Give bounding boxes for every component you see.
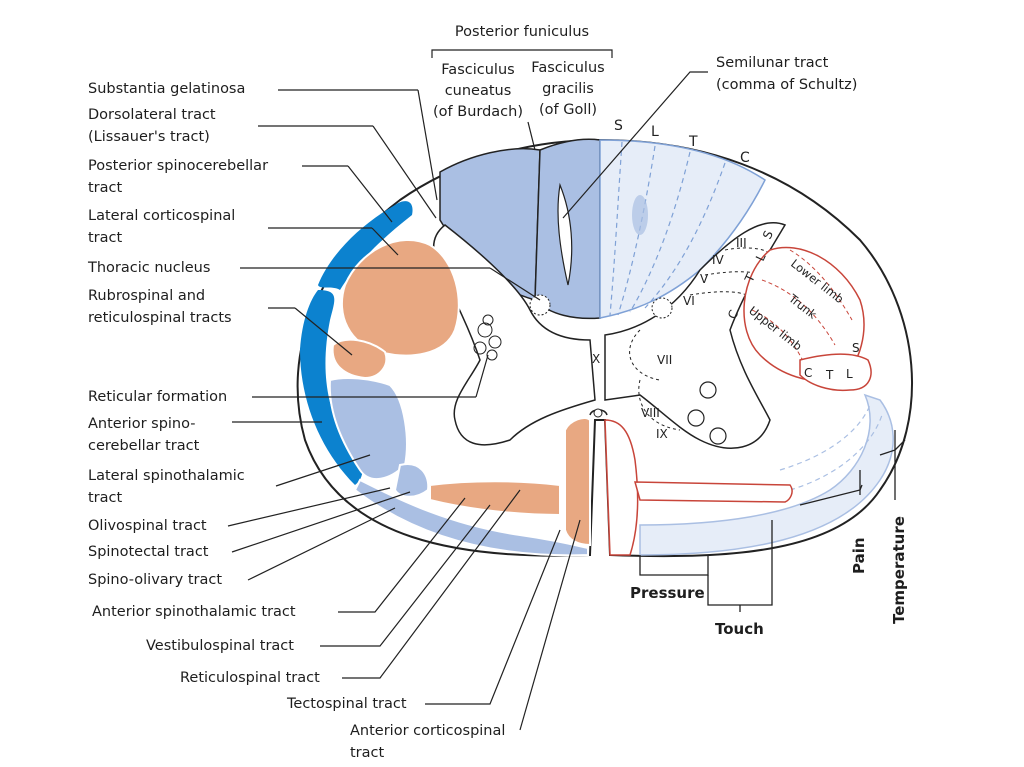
label-pain: Pain (850, 537, 868, 574)
right-posterior-columns (599, 139, 766, 319)
label-anterior-corticospinal: Anterior corticospinal tract (350, 723, 506, 761)
spinothalamic-red-right (604, 419, 639, 556)
segment-t: T (688, 134, 698, 150)
label-rubrospinal: Rubrospinal and reticulospinal tracts (88, 288, 232, 326)
motor-neurons (687, 381, 727, 445)
modality-brackets (639, 430, 906, 612)
lateral-letter-l2: L (846, 367, 853, 381)
label-temperature: Temperature (890, 516, 908, 624)
lateral-letter-c2: C (804, 366, 812, 380)
label-thoracic-nucleus: Thoracic nucleus (88, 260, 211, 276)
lamina-iii: III (736, 236, 747, 250)
rubrospinal-tract (331, 338, 388, 380)
semilunar-comma (557, 182, 573, 286)
anterolateral-dashes (779, 404, 883, 491)
lamina-vi: VI (683, 294, 695, 308)
lamina-vii: VII (657, 353, 672, 367)
label-dorsolateral-tract: Dorsolateral tract (Lissauer's tract) (88, 107, 216, 145)
label-fasciculus-cuneatus: Fasciculus cuneatus (of Burdach) (433, 62, 523, 120)
lateral-letter-t2: T (825, 368, 834, 382)
lamina-iv: IV (712, 253, 725, 267)
label-lateral-corticospinal: Lateral corticospinal tract (88, 208, 236, 246)
somatotopy-divisions (751, 249, 853, 373)
reticular-formation (473, 314, 502, 361)
label-fasciculus-gracilis: Fasciculus gracilis (of Goll) (531, 60, 605, 118)
lamina-viii: VIII (641, 406, 660, 420)
label-vestibulospinal: Vestibulospinal tract (146, 638, 294, 654)
label-anterior-spinocerebellar: Anterior spino- cerebellar tract (88, 416, 200, 454)
label-anterior-spinothalamic: Anterior spinothalamic tract (92, 604, 296, 620)
label-spinotectal: Spinotectal tract (88, 544, 209, 560)
spinotectal-tract (393, 463, 430, 498)
label-lateral-spinothalamic: Lateral spinothalamic tract (88, 468, 245, 506)
label-tectospinal: Tectospinal tract (287, 696, 407, 712)
segment-s: S (614, 118, 623, 134)
vestibulospinal-tract (429, 480, 561, 517)
leader-lines-left (227, 89, 541, 581)
label-posterior-spinocerebellar: Posterior spinocerebellar tract (88, 158, 269, 196)
label-reticulospinal: Reticulospinal tract (180, 670, 320, 686)
label-spino-olivary: Spino-olivary tract (88, 572, 223, 588)
lamina-x: X (592, 352, 600, 366)
segment-c: C (740, 150, 750, 166)
central-canal (593, 408, 603, 418)
label-olivospinal: Olivospinal tract (88, 518, 207, 534)
label-posterior-funiculus: Posterior funiculus (454, 24, 590, 40)
thoracic-nucleus-left (529, 294, 551, 316)
label-touch: Touch (715, 620, 764, 638)
right-posterior-dashes (609, 141, 726, 316)
anterior-spinothalamic-tract (353, 478, 589, 557)
anterior-band-right (634, 481, 793, 503)
right-comma-dots (632, 195, 648, 235)
label-semilunar-tract: Semilunar tract (comma of Schultz) (716, 55, 858, 93)
lamina-v: V (700, 272, 709, 286)
thoracic-nucleus-right (651, 297, 673, 319)
anterior-corticospinal-tract (564, 417, 591, 547)
leader-lines-bottom (320, 489, 581, 731)
segment-l: L (651, 124, 659, 140)
leader-lines-top (431, 49, 708, 219)
anterior-spinocerebellar-tract (300, 290, 363, 485)
label-pressure: Pressure (630, 584, 705, 602)
rubrospinal-right (799, 353, 872, 392)
lamina-ix: IX (656, 427, 668, 441)
lateral-letter-s2: S (852, 341, 860, 355)
gray-matter-right (604, 222, 787, 449)
label-reticular-formation: Reticular formation (88, 389, 228, 405)
label-substantia-gelatinosa: Substantia gelatinosa (88, 81, 246, 97)
